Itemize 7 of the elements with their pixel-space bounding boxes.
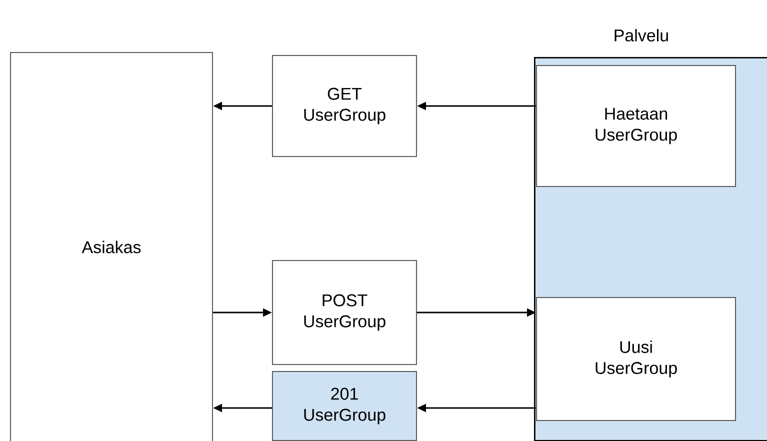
node-label: Palvelu: [614, 28, 668, 42]
request-box: GET UserGroup: [272, 55, 417, 157]
response-box: 201 UserGroup: [272, 371, 417, 441]
request-box: POST UserGroup: [272, 260, 417, 365]
client-box: Asiakas: [10, 52, 213, 441]
process-box: Uusi UserGroup: [536, 297, 736, 421]
process-box: Haetaan UserGroup: [536, 65, 736, 187]
